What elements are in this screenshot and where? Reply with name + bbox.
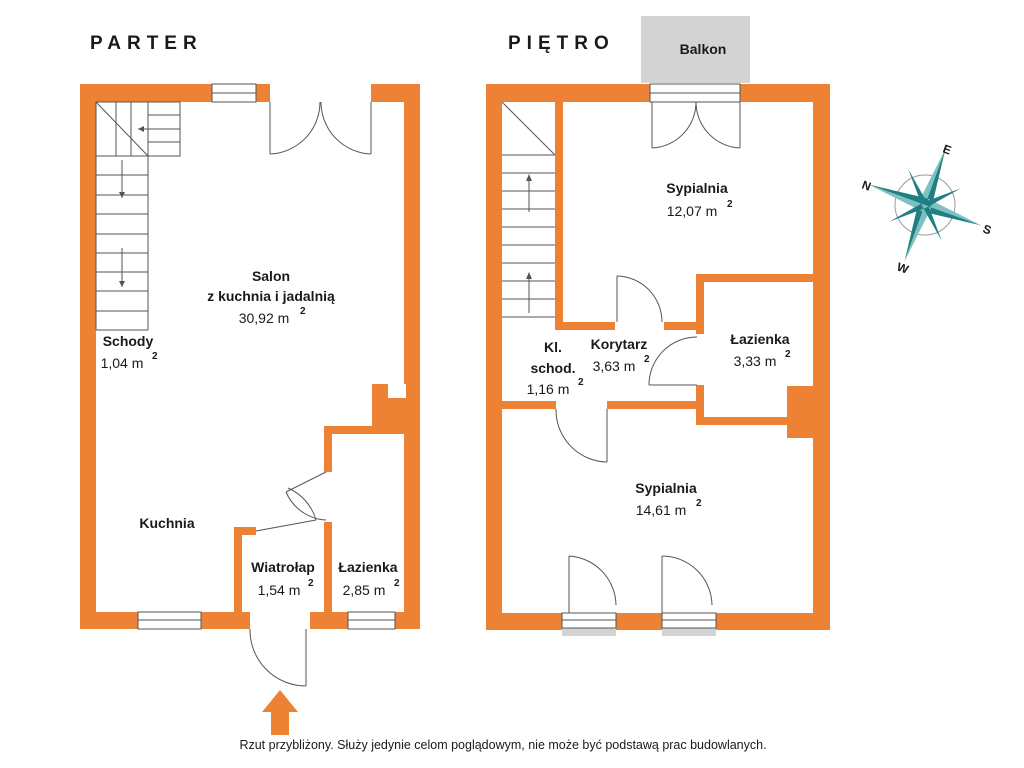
- area-exponent: 2: [308, 578, 314, 589]
- room-name-lazienka-pietro: Łazienka: [730, 331, 789, 347]
- room-area-salon: 30,92 m: [239, 310, 290, 326]
- room-area-kl-schod: 1,16 m: [527, 381, 570, 397]
- ground-stairs: [95, 101, 181, 331]
- compass-label-e: E: [941, 142, 953, 158]
- room-name-salon: Salon: [252, 268, 290, 284]
- compass-label-w: W: [895, 260, 911, 277]
- room-name-sypialnia-1: Sypialnia: [666, 180, 728, 196]
- room-name-kuchnia: Kuchnia: [139, 515, 194, 531]
- room-name-korytarz: Korytarz: [591, 336, 648, 352]
- area-exponent: 2: [696, 498, 702, 509]
- area-exponent: 2: [727, 199, 733, 210]
- room-name-kl-schod: Kl.: [544, 339, 562, 355]
- compass-rose-icon: [868, 148, 982, 262]
- room-area-lazienka-pietro: 3,33 m: [734, 353, 777, 369]
- disclaimer-text: Rzut przybliżony. Służy jedynie celom po…: [239, 738, 766, 752]
- room-name-salon-line2: z kuchnia i jadalnią: [207, 288, 335, 304]
- room-area-sypialnia-2: 14,61 m: [636, 502, 687, 518]
- area-exponent: 2: [644, 354, 650, 365]
- area-exponent: 2: [300, 306, 306, 317]
- upper-floor-title: PIĘTRO: [508, 33, 615, 54]
- room-area-lazienka-parter: 2,85 m: [343, 582, 386, 598]
- area-exponent: 2: [785, 349, 791, 360]
- room-name-kl-schod-line2: schod.: [530, 360, 575, 376]
- compass-label-s: S: [981, 222, 993, 238]
- upper-stairs: [501, 101, 556, 318]
- room-name-schody: Schody: [103, 333, 154, 349]
- room-area-schody: 1,04 m: [101, 355, 144, 371]
- upper-stairs-arrows: [526, 174, 532, 279]
- area-exponent: 2: [394, 578, 400, 589]
- room-name-lazienka-parter: Łazienka: [338, 559, 397, 575]
- balcony: [641, 16, 750, 83]
- ground-floor-walls: [80, 84, 420, 629]
- ground-floor-windows: [137, 83, 396, 630]
- upper-floor-windows: [561, 83, 741, 636]
- ground-floor-doors: [249, 101, 372, 687]
- room-area-korytarz: 3,63 m: [593, 358, 636, 374]
- ground-stairs-arrows: [119, 126, 144, 287]
- room-name-wiatrolap: Wiatrołap: [251, 559, 315, 575]
- area-exponent: 2: [578, 377, 584, 388]
- upper-floor-doors: [555, 101, 741, 613]
- room-name-sypialnia-2: Sypialnia: [635, 480, 697, 496]
- room-area-sypialnia-1: 12,07 m: [667, 203, 718, 219]
- area-exponent: 2: [152, 351, 158, 362]
- upper-floor-walls: [486, 84, 830, 630]
- room-area-wiatrolap: 1,54 m: [258, 582, 301, 598]
- compass-label-n: N: [860, 178, 873, 194]
- room-name-balkon: Balkon: [680, 41, 727, 57]
- ground-floor-title: PARTER: [90, 33, 203, 54]
- entrance-arrow-icon: [262, 690, 298, 735]
